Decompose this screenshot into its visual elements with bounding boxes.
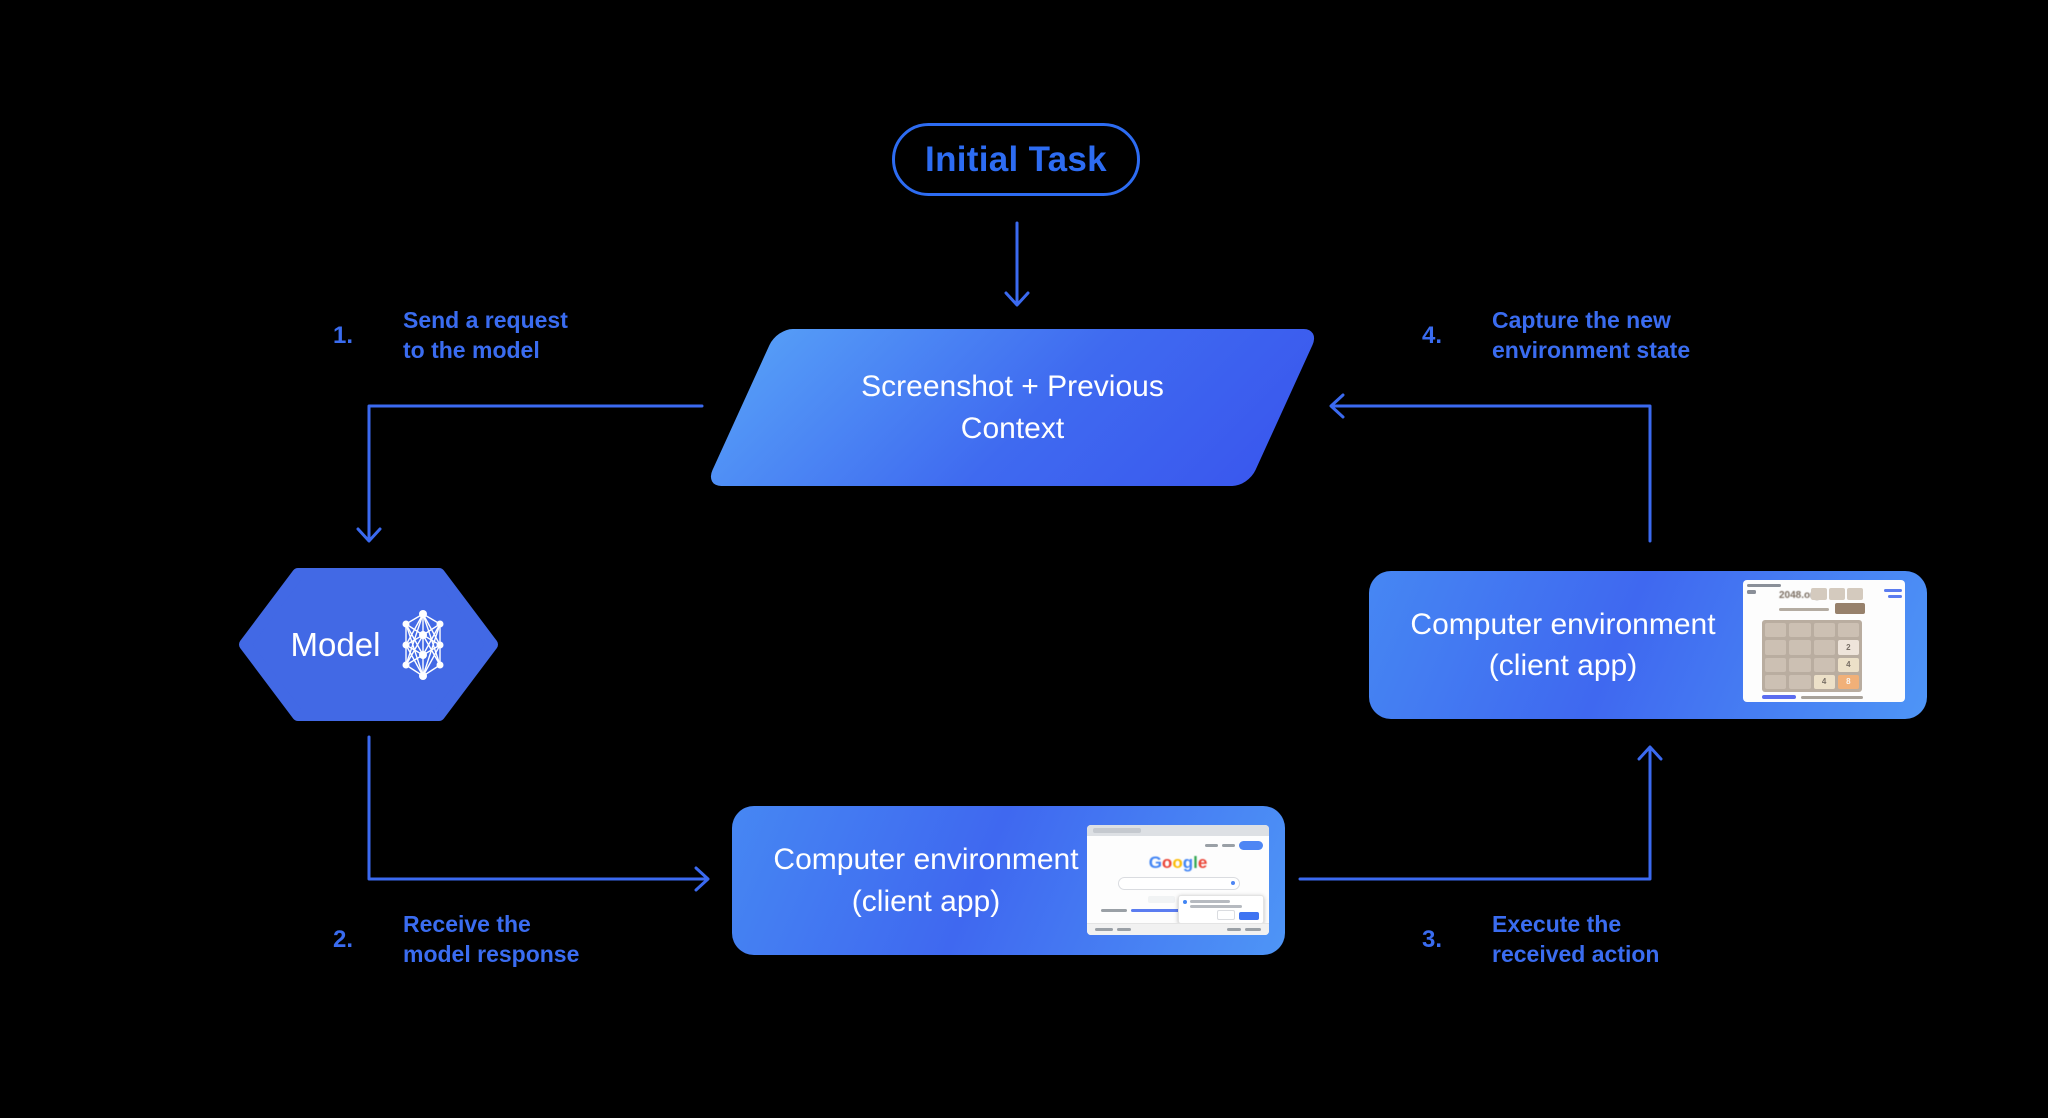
grid-cell [1813, 657, 1835, 672]
step-text: Receive the model response [403, 911, 580, 967]
grid-cell [1765, 640, 1787, 655]
logo-letter: o [1161, 853, 1173, 872]
env-right-label: Computer environment (client app) [1410, 607, 1716, 682]
model-label: Model [290, 625, 381, 663]
step-3: 3. Execute the received action [1422, 910, 1659, 970]
page-link-shape [1884, 589, 1902, 592]
step-text: Execute the received action [1492, 911, 1660, 967]
link-text-shape [1131, 909, 1181, 912]
browser-tab-shape [1093, 828, 1141, 833]
signin-button-shape [1239, 841, 1263, 850]
grid-cell [1765, 657, 1787, 672]
dialog-text-shape [1190, 905, 1242, 908]
browser-text-shape [1747, 590, 1756, 594]
game-thumbnail: 2048.org 2 4 [1743, 580, 1905, 702]
page-link-shape [1888, 595, 1902, 598]
google-thumbnail: Google [1087, 825, 1269, 935]
search-button-shape [1148, 896, 1175, 903]
step-2: 2. Receive the model response [333, 910, 579, 970]
grid-cell [1765, 623, 1787, 638]
dialog-secondary-button-shape [1217, 910, 1235, 920]
dialog-icon [1183, 900, 1187, 904]
neural-network-icon [402, 609, 444, 680]
initial-task-label: Initial Task [925, 139, 1107, 179]
step-number: 3. [1422, 925, 1443, 953]
logo-letter: l [1193, 853, 1198, 872]
arrow-env-to-env2 [1298, 745, 1663, 881]
footer-text-shape [1095, 928, 1113, 931]
mic-icon [1231, 881, 1235, 885]
grid-cell [1813, 623, 1835, 638]
env-bottom-node: Computer environment (client app) Google [732, 806, 1285, 955]
grid-cell [1813, 640, 1835, 655]
step-1: 1. Send a request to the model [333, 306, 568, 366]
score-box [1829, 588, 1845, 600]
screenshot-context-node: Screenshot + Previous Context [705, 329, 1320, 486]
step-number: 4. [1422, 321, 1443, 349]
footer-text-shape [1117, 928, 1131, 931]
step-text: Capture the new environment state [1492, 307, 1691, 363]
grid-cell [1789, 674, 1811, 689]
dialog-shape [1178, 895, 1264, 924]
logo-letter: g [1182, 853, 1194, 872]
env-right-node: Computer environment (client app) 2048.o… [1369, 571, 1927, 719]
footer-text-shape [1227, 928, 1241, 931]
google-header-links [1205, 841, 1263, 850]
screenshot-context-label: Screenshot + Previous Context [861, 369, 1164, 445]
google-logo: Google [1087, 853, 1269, 873]
header-link-shape [1205, 844, 1218, 847]
arrow-context-to-model [356, 404, 704, 543]
new-game-button-shape [1835, 603, 1865, 614]
logo-letter: o [1172, 853, 1183, 872]
score-box [1811, 588, 1827, 600]
footer-text-shape [1245, 928, 1261, 931]
score-box [1847, 588, 1863, 600]
model-node: Model [238, 568, 499, 721]
tile-2: 2 [1837, 640, 1859, 655]
browser-text-shape [1747, 584, 1781, 587]
arrow-model-to-env [367, 735, 710, 892]
tile-8: 8 [1837, 674, 1859, 689]
grid-cell [1789, 623, 1811, 638]
step-4: 4. Capture the new environment state [1422, 306, 1690, 366]
logo-letter: e [1197, 853, 1208, 872]
google-footer-bar [1087, 923, 1269, 935]
arrow-task-to-context [1004, 221, 1030, 307]
text-shape [1101, 909, 1127, 912]
score-boxes [1811, 588, 1863, 600]
game-site-title: 2048.org [1779, 590, 1821, 601]
language-line [1101, 909, 1181, 912]
arrow-env2-to-context [1329, 393, 1652, 543]
tile-4: 4 [1837, 657, 1859, 672]
grid-cell [1789, 640, 1811, 655]
step-text: Send a request to the model [403, 307, 568, 363]
dialog-primary-button-shape [1239, 912, 1259, 920]
initial-task-node: Initial Task [892, 123, 1140, 196]
env-bottom-label: Computer environment (client app) [773, 843, 1079, 918]
grid-cell [1837, 623, 1859, 638]
grid-cell [1765, 674, 1787, 689]
game-link-shape [1762, 695, 1796, 699]
page-text-shape [1779, 608, 1829, 611]
grid-cell [1789, 657, 1811, 672]
hexagon-shape [239, 568, 498, 721]
game-text-shape [1801, 696, 1863, 699]
step-number: 2. [333, 925, 354, 953]
search-bar-shape [1118, 877, 1240, 890]
header-link-shape [1222, 844, 1235, 847]
tile-4: 4 [1813, 674, 1835, 689]
logo-letter: G [1148, 853, 1162, 872]
game-grid: 2 4 4 8 [1762, 620, 1862, 692]
browser-chrome-bar [1087, 825, 1269, 836]
dialog-text-shape [1190, 900, 1230, 903]
step-number: 1. [333, 321, 354, 349]
